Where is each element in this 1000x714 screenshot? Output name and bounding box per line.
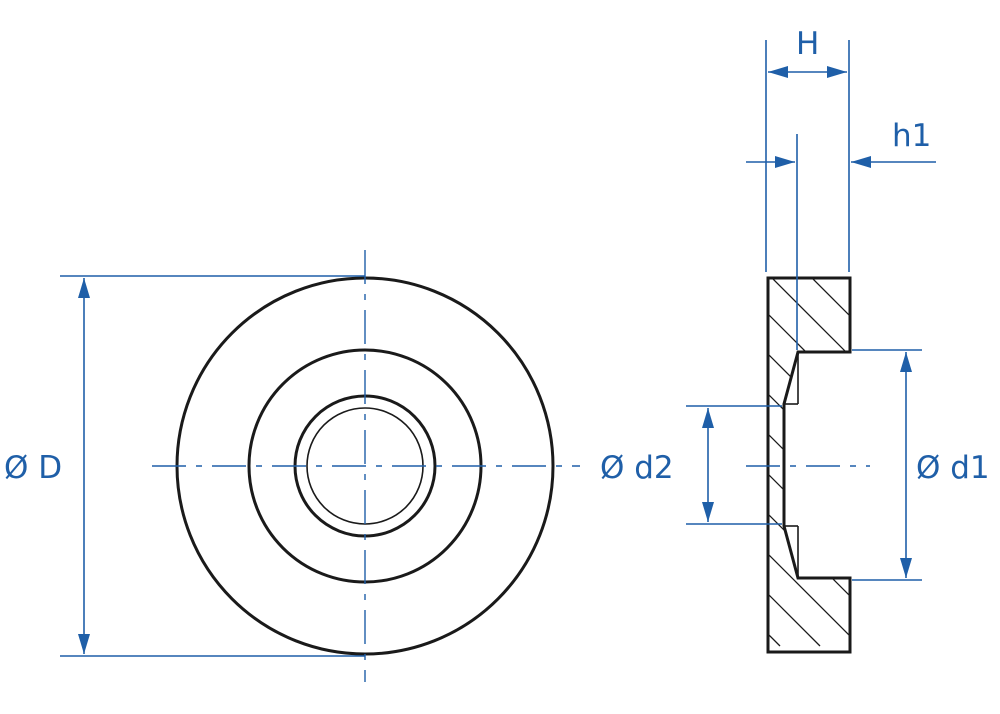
label-outer-diameter: Ø D	[4, 450, 62, 486]
front-view: Ø D	[4, 250, 580, 682]
arrow-right-icon	[827, 66, 847, 78]
arrow-right-icon	[775, 156, 795, 168]
section-view: H h1 Ø d2 Ø d1	[600, 26, 990, 654]
arrow-down-icon	[702, 502, 714, 522]
label-bore-diameter: Ø d2	[600, 450, 674, 486]
label-height: H	[796, 26, 819, 62]
arrow-up-icon	[78, 278, 90, 298]
arrow-left-icon	[768, 66, 788, 78]
arrow-up-icon	[900, 352, 912, 372]
label-counterbore-depth: h1	[892, 118, 931, 154]
arrow-down-icon	[900, 558, 912, 578]
arrow-up-icon	[702, 408, 714, 428]
label-counterbore-diameter: Ø d1	[916, 450, 990, 486]
arrow-left-icon	[851, 156, 871, 168]
arrow-down-icon	[78, 634, 90, 654]
section-hatching	[768, 278, 850, 647]
